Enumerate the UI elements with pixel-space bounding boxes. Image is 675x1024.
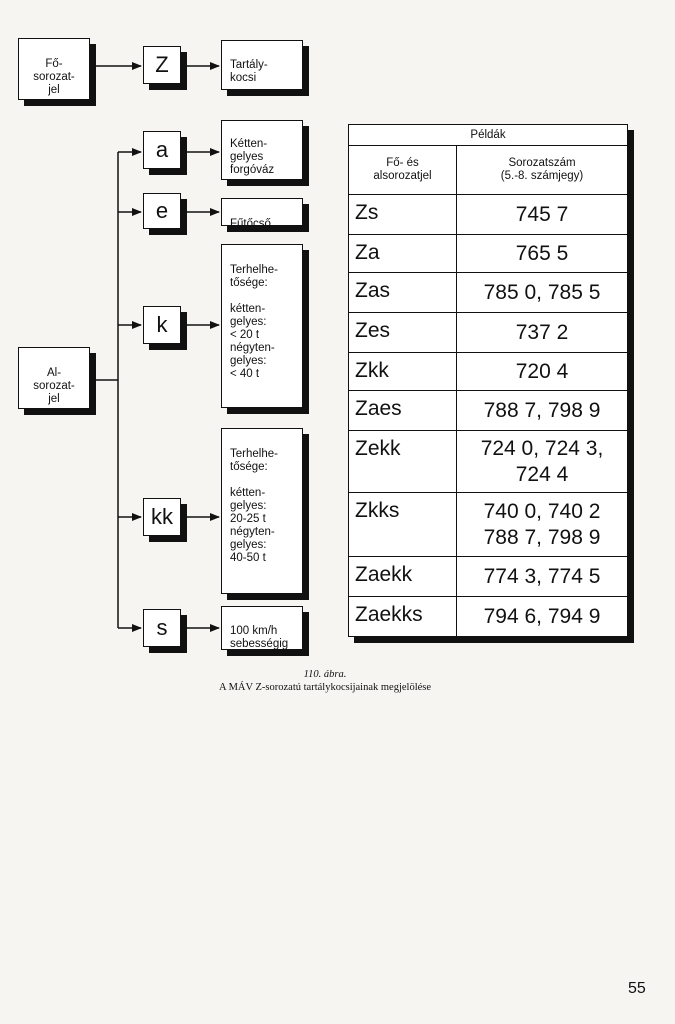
row-numbers: 785 0, 785 5 [456,272,628,313]
figure-number: 110. ábra. [303,669,347,680]
al-sorozatjel-box: Al- sorozat- jel [18,347,90,409]
row-numbers: 740 0, 740 2 788 7, 798 9 [456,492,628,557]
row-numbers: 765 5 [456,234,628,273]
sub-desc: Fűtőcső [230,218,271,230]
table-row: Zaes 788 7, 798 9 [348,390,628,431]
row-numbers: 737 2 [456,312,628,353]
sub-desc: Kétten- gelyes forgóváz [230,138,275,176]
table-row: Zs 745 7 [348,194,628,235]
sub-desc: 100 km/h sebességig [230,625,289,650]
sub-letter: s [156,615,168,640]
figure-caption: 110. ábra. A MÁV Z-sorozatú tartálykocsi… [200,668,450,694]
row-numbers: 794 6, 794 9 [456,596,628,637]
al-sorozatjel-label: Al- sorozat- jel [33,367,75,405]
table-row: Zes 737 2 [348,312,628,353]
sub-letter-box-kk: kk [143,498,181,536]
row-numbers: 720 4 [456,352,628,391]
row-numbers: 724 0, 724 3, 724 4 [456,430,628,493]
table-row: Zaekks 794 6, 794 9 [348,596,628,637]
sub-desc-box-e: Fűtőcső [221,198,303,230]
sub-desc-box-kk: Terhelhe- tősége: kétten- gelyes: 20-25 … [221,428,303,594]
examples-table: Példák Fő- és alsorozatjel Sorozatszám (… [348,124,628,637]
col-header-code: Fő- és alsorozatjel [348,145,457,195]
sub-letter: kk [151,504,173,529]
sub-desc: Terhelhe- tősége: kétten- gelyes: < 20 t… [230,264,278,380]
row-code: Za [348,234,457,273]
sub-desc-box-s: 100 km/h sebességig [221,606,303,650]
page-number: 55 [628,980,646,997]
sub-letter: e [155,198,169,223]
sub-letter-box-s: s [143,609,181,647]
row-code: Zaekk [348,556,457,597]
table-row: Zkks 740 0, 740 2 788 7, 798 9 [348,492,628,557]
table-row: Zaekk 774 3, 774 5 [348,556,628,597]
sub-letter: k [156,312,168,337]
row-numbers: 774 3, 774 5 [456,556,628,597]
row-code: Zas [348,272,457,313]
fo-sorozatjel-label: Fő- sorozat- jel [33,58,75,96]
row-code: Zs [348,194,457,235]
main-letter-box: Z [143,46,181,84]
sub-letter: a [155,137,169,162]
sub-letter-box-a: a [143,131,181,169]
table-title: Példák [348,124,628,146]
fo-sorozatjel-box: Fő- sorozat- jel [18,38,90,100]
sub-letter-box-k: k [143,306,181,344]
row-numbers: 745 7 [456,194,628,235]
row-numbers: 788 7, 798 9 [456,390,628,431]
row-code: Zaekks [348,596,457,637]
main-desc-box: Tartály- kocsi [221,40,303,90]
figure-title: A MÁV Z-sorozatú tartálykocsijainak megj… [218,682,432,693]
main-letter: Z [155,52,169,77]
row-code: Zkks [348,492,457,557]
row-code: Zes [348,312,457,353]
row-code: Zkk [348,352,457,391]
sub-letter-box-e: e [143,193,181,229]
sub-desc-box-a: Kétten- gelyes forgóváz [221,120,303,180]
table-row: Zkk 720 4 [348,352,628,391]
main-desc: Tartály- kocsi [230,59,268,84]
sub-desc: Terhelhe- tősége: kétten- gelyes: 20-25 … [230,448,278,564]
row-code: Zekk [348,430,457,493]
row-code: Zaes [348,390,457,431]
table-row: Za 765 5 [348,234,628,273]
sub-desc-box-k: Terhelhe- tősége: kétten- gelyes: < 20 t… [221,244,303,408]
table-row: Zekk 724 0, 724 3, 724 4 [348,430,628,493]
table-row: Zas 785 0, 785 5 [348,272,628,313]
col-header-numbers: Sorozatszám (5.-8. számjegy) [456,145,628,195]
